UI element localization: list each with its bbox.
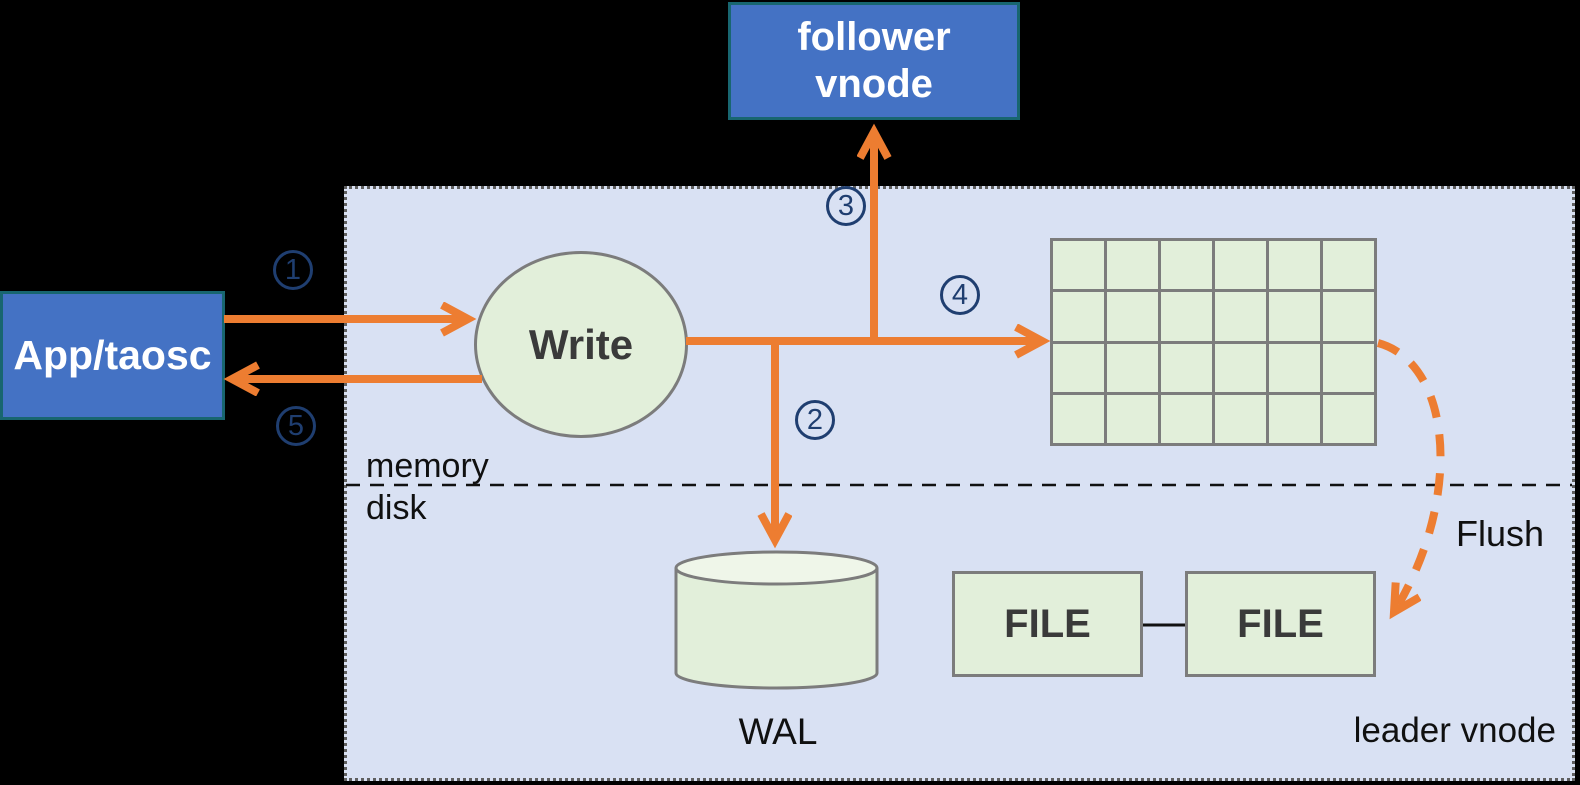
memtable-cell xyxy=(1215,394,1266,443)
step-5-badge: 5 xyxy=(276,406,316,446)
leader-vnode-label: leader vnode xyxy=(1353,711,1556,750)
memtable-cell xyxy=(1323,343,1374,392)
step-4-badge: 4 xyxy=(940,275,980,315)
memtable-cell xyxy=(1323,241,1374,290)
memtable-cell xyxy=(1107,343,1158,392)
memtable-cell xyxy=(1053,292,1104,341)
flush-label: Flush xyxy=(1456,513,1545,554)
step-3-badge: 3 xyxy=(826,186,866,226)
memtable-cell xyxy=(1161,241,1212,290)
memtable-cell xyxy=(1107,292,1158,341)
app-taosc-node: App/taosc xyxy=(0,291,225,420)
file-node-right-label: FILE xyxy=(1237,601,1324,646)
follower-vnode-label-line2: vnode xyxy=(815,62,933,106)
memtable-cell xyxy=(1215,292,1266,341)
memtable-cell xyxy=(1161,343,1212,392)
file-node-left: FILE xyxy=(952,571,1143,677)
step-2-badge: 2 xyxy=(795,400,835,440)
memtable-cell xyxy=(1215,241,1266,290)
memtable-cell xyxy=(1323,292,1374,341)
app-taosc-label: App/taosc xyxy=(13,332,212,378)
memtable-cell xyxy=(1107,394,1158,443)
memtable-cell xyxy=(1107,241,1158,290)
disk-label: disk xyxy=(366,489,427,527)
file-node-left-label: FILE xyxy=(1004,601,1091,646)
memtable-cell xyxy=(1269,343,1320,392)
memtable-cell xyxy=(1215,343,1266,392)
memtable-cell xyxy=(1269,292,1320,341)
write-node: Write xyxy=(474,251,688,438)
memtable-cell xyxy=(1053,343,1104,392)
memtable-cell xyxy=(1323,394,1374,443)
follower-vnode-label-line1: follower xyxy=(797,15,951,59)
follower-vnode-node: follower vnode xyxy=(728,2,1020,120)
wal-label: WAL xyxy=(738,711,818,752)
memtable-cell xyxy=(1161,394,1212,443)
memtable-grid xyxy=(1050,238,1377,446)
file-node-right: FILE xyxy=(1185,571,1376,677)
memtable-cell xyxy=(1053,241,1104,290)
memtable-cell xyxy=(1269,394,1320,443)
step-1-badge: 1 xyxy=(273,250,313,290)
memtable-cell xyxy=(1053,394,1104,443)
write-node-label: Write xyxy=(528,320,634,368)
memtable-cell xyxy=(1269,241,1320,290)
memory-label: memory xyxy=(366,447,489,485)
memtable-cell xyxy=(1161,292,1212,341)
